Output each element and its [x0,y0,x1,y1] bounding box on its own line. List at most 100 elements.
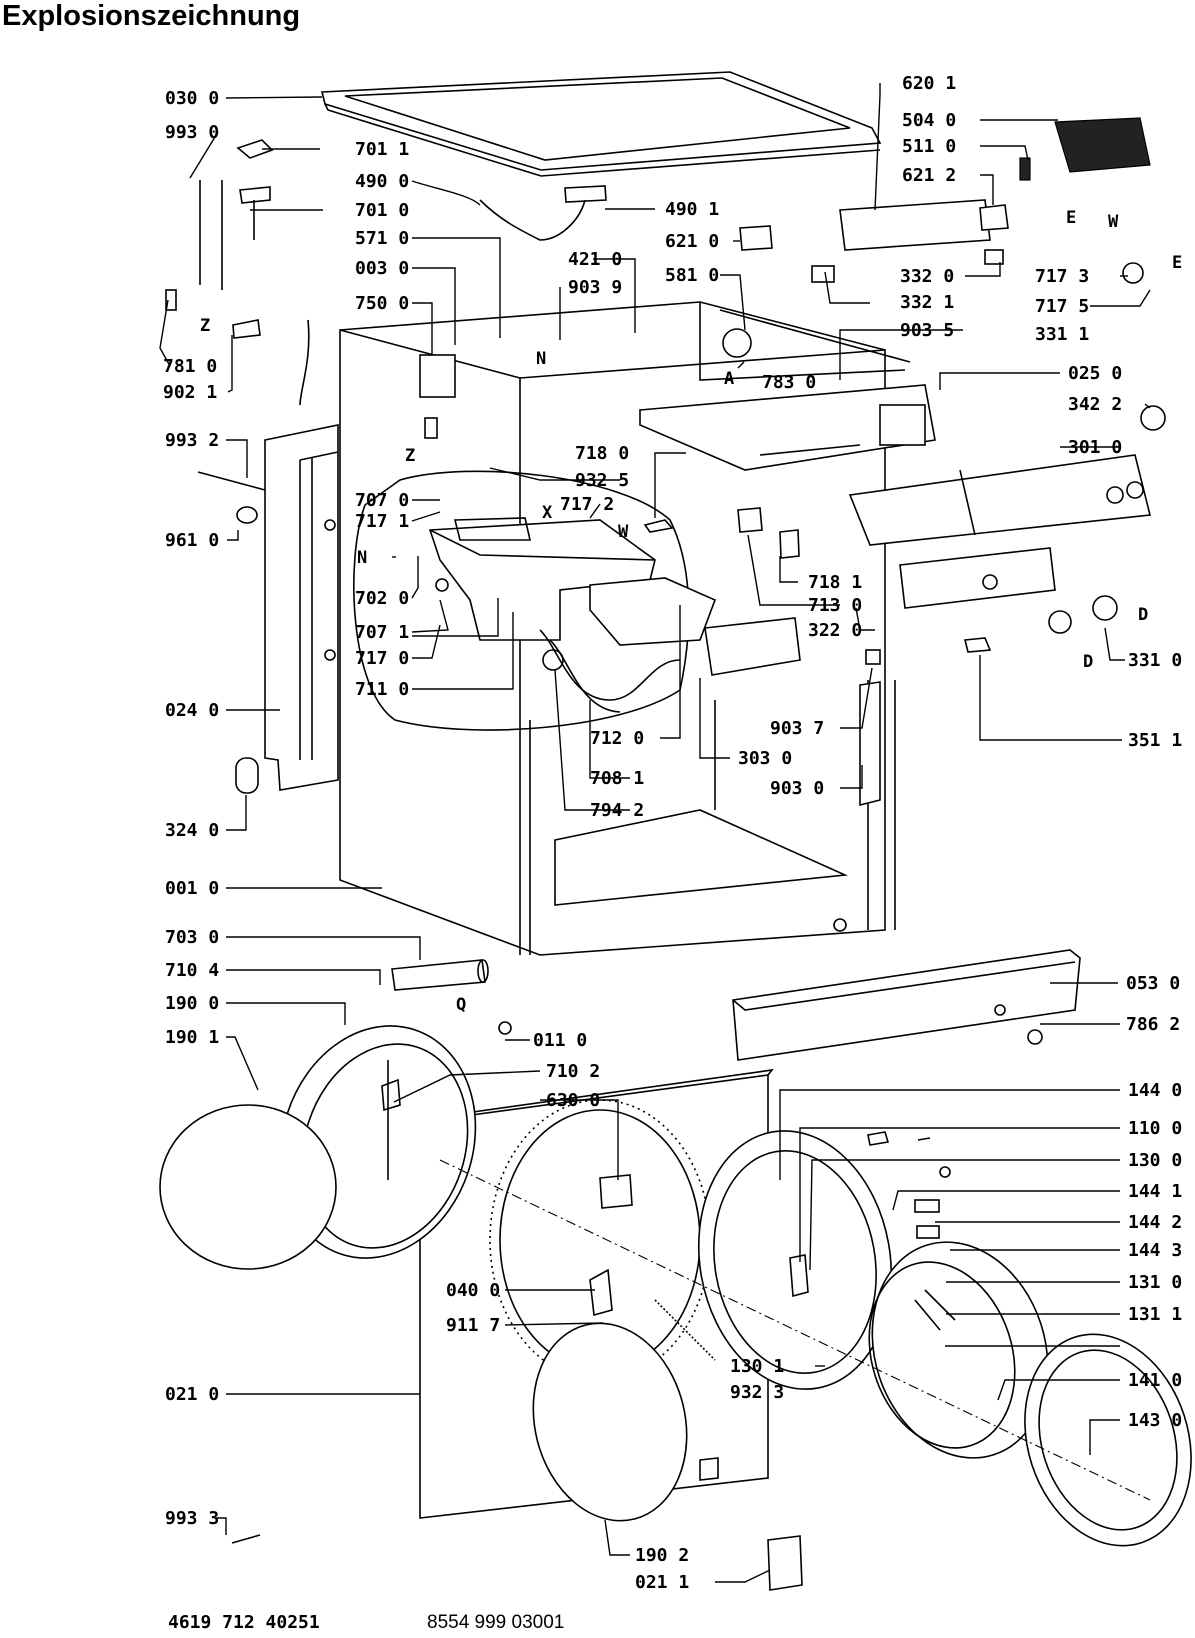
label-301-0: 301 0 [1068,437,1122,458]
label-190-2: 190 2 [635,1545,689,1566]
label-131-0: 131 0 [1128,1272,1182,1293]
label-717-3: 717 3 [1035,266,1089,287]
label-993-3: 993 3 [165,1508,219,1529]
label-932-5: 932 5 [575,470,629,491]
side-panel [264,424,339,791]
label-794-2: 794 2 [590,800,644,821]
label-701-1: 701 1 [355,139,409,160]
label-708-1: 708 1 [590,768,644,789]
label-144-2: 144 2 [1128,1212,1182,1233]
label-421-0: 421 0 [568,249,622,270]
label-144-0: 144 0 [1128,1080,1182,1101]
label-571-0: 571 0 [355,228,409,249]
footer-right-code: 8554 999 03001 [427,1612,564,1633]
marker-d-lower: D [1083,652,1093,672]
label-932-3: 932 3 [730,1382,784,1403]
label-504-0: 504 0 [902,110,956,131]
label-011-0: 011 0 [533,1030,587,1051]
marker-x: X [542,503,553,523]
label-332-1: 332 1 [900,292,954,313]
label-707-1: 707 1 [355,622,409,643]
label-902-1: 902 1 [163,382,217,403]
label-490-1: 490 1 [665,199,719,220]
label-620-1: 620 1 [902,73,956,94]
label-630-0: 630 0 [546,1090,600,1111]
label-707-0: 707 0 [355,490,409,511]
label-783-0: 783 0 [762,372,816,393]
marker-q: Q [456,995,466,1015]
label-711-0: 711 0 [355,679,409,700]
label-903-9: 903 9 [568,277,622,298]
marker-e-left: E [1066,208,1076,228]
label-001-0: 001 0 [165,878,219,899]
top-cover [320,71,882,177]
label-110-0: 110 0 [1128,1118,1182,1139]
label-717-0: 717 0 [355,648,409,669]
label-025-0: 025 0 [1068,363,1122,384]
label-490-0: 490 0 [355,171,409,192]
label-786-2: 786 2 [1126,1014,1180,1035]
label-911-7: 911 7 [446,1315,500,1336]
label-024-0: 024 0 [165,700,219,721]
page-title: Explosionszeichnung [2,0,301,32]
label-141-0: 141 0 [1128,1370,1182,1391]
dispenser-group [353,470,801,731]
label-581-0: 581 0 [665,265,719,286]
door-glass [532,1299,716,1522]
label-144-1: 144 1 [1128,1181,1182,1202]
label-322-0: 322 0 [808,620,862,641]
label-040-0: 040 0 [446,1280,500,1301]
label-332-0: 332 0 [900,266,954,287]
label-303-0: 303 0 [738,748,792,769]
label-718-1: 718 1 [808,572,862,593]
marker-d-right: D [1138,605,1148,625]
label-342-2: 342 2 [1068,394,1122,415]
control-panel [639,384,1166,634]
label-717-5: 717 5 [1035,296,1089,317]
label-702-0: 702 0 [355,588,409,609]
label-710-2: 710 2 [546,1061,600,1082]
label-021-0: 021 0 [165,1384,219,1405]
label-030-0: 030 0 [165,88,219,109]
marker-e-right: E [1172,253,1182,273]
label-717-2: 717 2 [560,494,614,515]
marker-z-dispenser: Z [405,446,415,466]
label-131-1: 131 1 [1128,1304,1182,1325]
label-701-0: 701 0 [355,200,409,221]
label-130-1: 130 1 [730,1356,784,1377]
marker-w-right: W [1108,212,1119,232]
marker-n-dispenser: N [357,548,367,568]
marker-w-dispenser: W [618,522,629,542]
tub-front [159,959,489,1270]
marker-a: A [724,369,734,389]
label-713-0: 713 0 [808,595,862,616]
label-021-1: 021 1 [635,1572,689,1593]
label-717-1: 717 1 [355,511,409,532]
label-324-0: 324 0 [165,820,219,841]
label-718-0: 718 0 [575,443,629,464]
drawing [159,71,1192,1591]
small-parts [165,139,992,1591]
label-143-0: 143 0 [1128,1410,1182,1431]
label-511-0: 511 0 [902,136,956,157]
connection-markers: Z Z N N A X W W E E D D Q [200,208,1182,1015]
label-053-0: 053 0 [1126,973,1180,994]
label-903-5: 903 5 [900,320,954,341]
label-331-0: 331 0 [1128,650,1182,671]
footer: 4619 712 40251 8554 999 03001 [168,1612,564,1633]
label-961-0: 961 0 [165,530,219,551]
label-781-0: 781 0 [163,356,217,377]
label-130-0: 130 0 [1128,1150,1182,1171]
marker-z-top: Z [200,316,210,336]
electronics [479,117,1151,358]
label-712-0: 712 0 [590,728,644,749]
label-621-0: 621 0 [665,231,719,252]
label-351-1: 351 1 [1128,730,1182,751]
label-903-0: 903 0 [770,778,824,799]
label-621-2: 621 2 [902,165,956,186]
label-993-2: 993 2 [165,430,219,451]
label-331-1: 331 1 [1035,324,1089,345]
label-144-3: 144 3 [1128,1240,1182,1261]
part-labels: 030 0 993 0 701 1 490 0 701 0 571 0 003 … [163,73,1182,1593]
